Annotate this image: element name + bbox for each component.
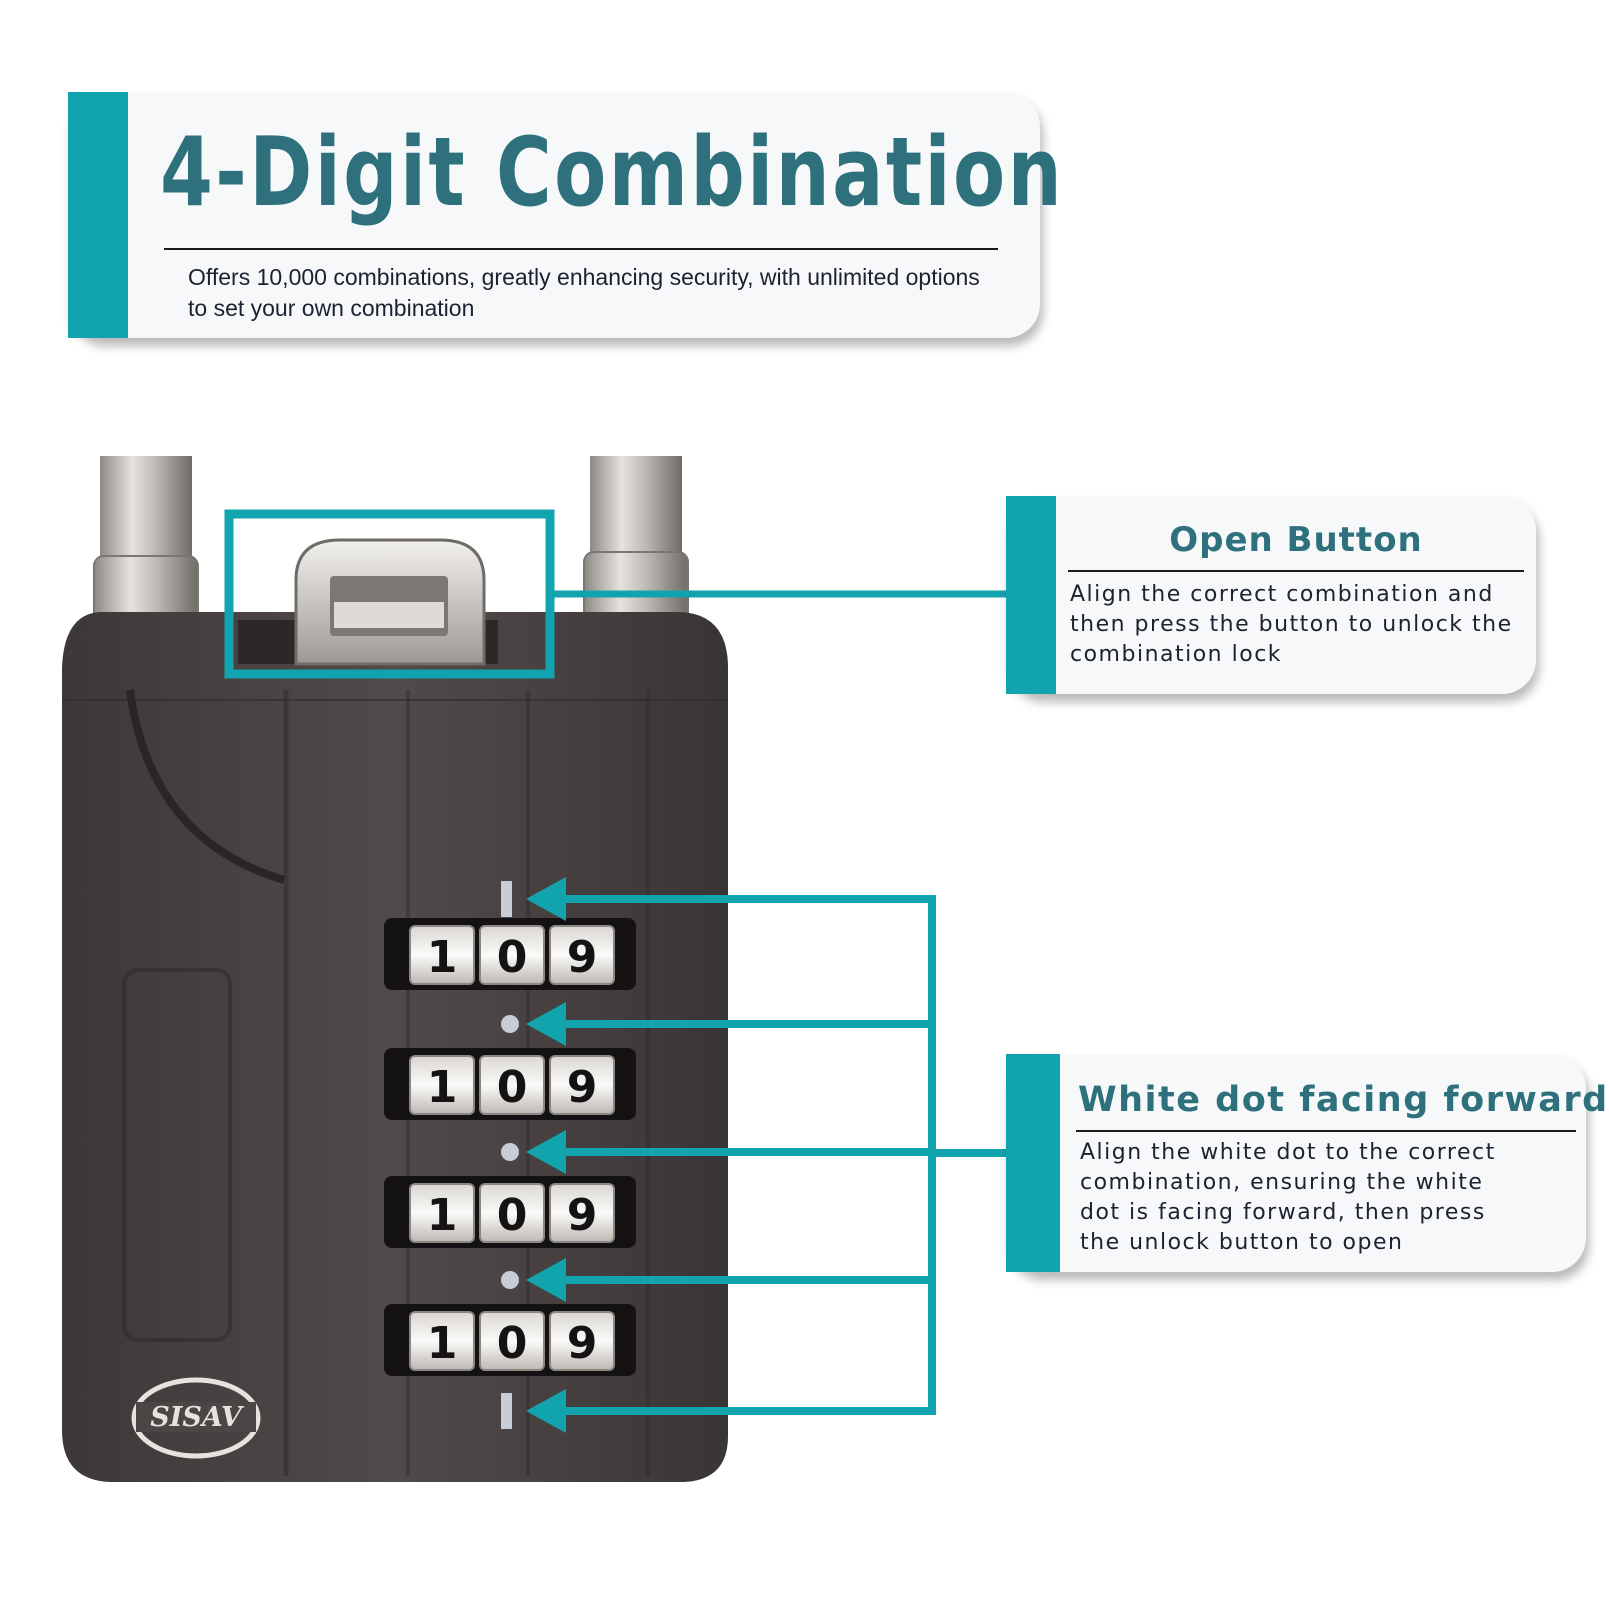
open-button-callout: Open Button Align the correct combinatio… xyxy=(1006,496,1536,694)
dial-digit: 0 xyxy=(497,932,528,983)
dial-digit: 0 xyxy=(497,1062,528,1113)
indicator-line xyxy=(501,1393,512,1429)
accent-bar xyxy=(1006,496,1056,694)
brand-name: SISAV xyxy=(150,1402,245,1433)
indicator-arrows xyxy=(526,877,936,1433)
arrow-head xyxy=(526,1002,566,1046)
indicator-line xyxy=(501,881,512,917)
white-dot xyxy=(501,1271,519,1289)
title-description: Offers 10,000 combinations, greatly enha… xyxy=(188,264,980,321)
white-dot-divider xyxy=(1076,1130,1576,1132)
white-dot xyxy=(501,1015,519,1033)
white-dot-heading: White dot facing forward xyxy=(1078,1080,1609,1120)
dial-digit: 0 xyxy=(497,1318,528,1369)
open-button-illustration xyxy=(238,538,498,666)
white-dot-callout: White dot facing forward Align the white… xyxy=(1006,1054,1607,1272)
dial-digit: 9 xyxy=(567,1318,598,1369)
open-button-divider xyxy=(1068,570,1524,572)
arrow-head xyxy=(526,1130,566,1174)
title-card: 4-Digit Combination Offers 10,000 combin… xyxy=(68,92,1062,338)
accent-bar xyxy=(1006,1054,1060,1272)
arrow-head xyxy=(526,877,566,921)
white-dot xyxy=(501,1143,519,1161)
title-divider xyxy=(164,248,998,250)
arrow-head xyxy=(526,1389,566,1433)
dial-digit: 9 xyxy=(567,1190,598,1241)
dial-digit: 0 xyxy=(497,1190,528,1241)
dial-digit: 1 xyxy=(427,1190,458,1241)
brand-logo: SISAV xyxy=(131,1377,261,1459)
dial-digit: 1 xyxy=(427,932,458,983)
dial-digit: 9 xyxy=(567,932,598,983)
dial-digit: 1 xyxy=(427,1062,458,1113)
dial-digit: 9 xyxy=(567,1062,598,1113)
accent-bar xyxy=(68,92,128,338)
dial-digit: 1 xyxy=(427,1318,458,1369)
open-button-heading: Open Button xyxy=(1169,520,1423,560)
arrow-head xyxy=(526,1258,566,1302)
open-button-text: Align the correct combination and then p… xyxy=(1070,582,1513,667)
white-dot-text: Align the white dot to the correct combi… xyxy=(1080,1140,1496,1255)
